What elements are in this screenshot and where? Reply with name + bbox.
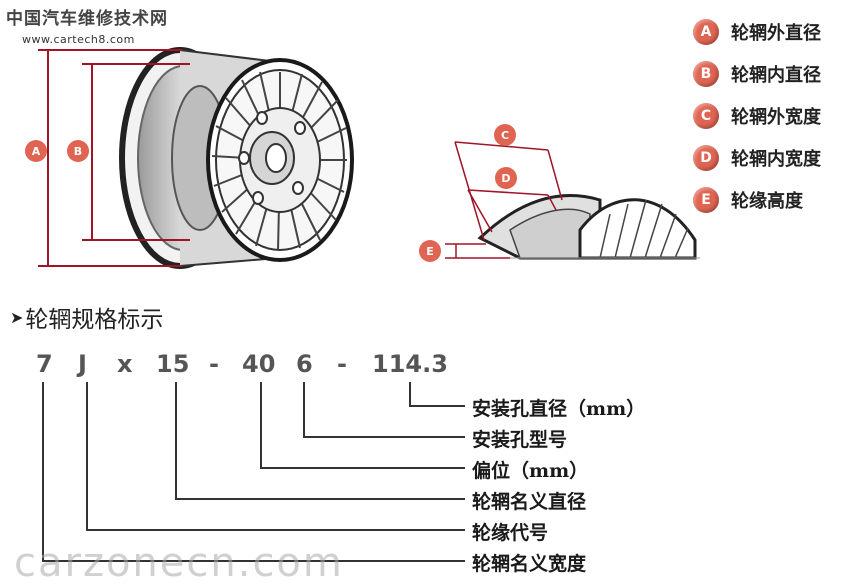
spec-code-width: 7 [36, 350, 53, 378]
legend: A 轮辋外直径 B 轮辋内直径 C 轮辋外宽度 D 轮辋内宽度 E 轮缘高度 [693, 11, 821, 221]
watermark-top: 中国汽车维修技术网 [6, 9, 168, 29]
legend-label: 轮辋外宽度 [731, 107, 821, 128]
spec-label-width: 轮辋名义宽度 [472, 553, 587, 575]
spec-code-flange: J [78, 350, 87, 378]
badge-a: A [25, 140, 47, 162]
svg-text:D: D [501, 172, 510, 185]
spec-code-dash: - [337, 350, 347, 378]
spec-code-hole-type: 6 [296, 350, 313, 378]
svg-text:E: E [426, 245, 434, 258]
badge-icon: B [693, 61, 719, 87]
wheel-side-view [119, 47, 354, 269]
spec-code-offset: 40 [242, 350, 276, 378]
badge-icon: D [693, 145, 719, 171]
legend-item-e: E 轮缘高度 [693, 179, 821, 221]
badge-d: D [495, 167, 517, 189]
spec-code-pcd: 114.3 [372, 350, 448, 378]
diagram-badges: A B C D E [25, 124, 517, 262]
spec-label-offset: 偏位（mm） [472, 460, 589, 482]
badge-e: E [419, 240, 441, 262]
spec-leader-lines [42, 382, 465, 562]
legend-item-c: C 轮辋外宽度 [693, 95, 821, 137]
spec-label-pcd: 安装孔直径（mm） [472, 398, 646, 420]
watermark-bottom: carzonecn.com [14, 540, 344, 586]
badge-icon: C [693, 103, 719, 129]
rim-cross-section [470, 194, 700, 260]
dimension-lines-ab [38, 49, 190, 267]
legend-label: 轮辋内宽度 [731, 149, 821, 170]
spec-label-diameter: 轮辋名义直径 [472, 491, 587, 513]
spec-code-diameter: 15 [156, 350, 190, 378]
legend-item-b: B 轮辋内直径 [693, 53, 821, 95]
arrow-right-icon: ➤ [10, 307, 24, 327]
spec-code-x: x [117, 350, 133, 378]
legend-label: 轮辋外直径 [731, 23, 821, 44]
svg-text:B: B [74, 145, 82, 158]
svg-text:C: C [501, 129, 509, 142]
spec-label-flange: 轮缘代号 [472, 522, 549, 544]
badge-c: C [494, 124, 516, 146]
spec-title-text: 轮辋规格标示 [25, 307, 164, 333]
legend-item-d: D 轮辋内宽度 [693, 137, 821, 179]
badge-icon: E [693, 187, 719, 213]
dimension-lines-cde [445, 141, 563, 259]
spec-title: ➤ 轮辋规格标示 [10, 300, 163, 334]
badge-icon: A [693, 19, 719, 45]
legend-label: 轮缘高度 [731, 191, 803, 212]
svg-text:A: A [32, 145, 41, 158]
watermark-url: www.cartech8.com [22, 33, 135, 46]
spec-code-dash: - [209, 350, 219, 378]
legend-item-a: A 轮辋外直径 [693, 11, 821, 53]
spec-label-hole-type: 安装孔型号 [472, 429, 568, 451]
badge-b: B [67, 140, 89, 162]
legend-label: 轮辋内直径 [731, 65, 821, 86]
